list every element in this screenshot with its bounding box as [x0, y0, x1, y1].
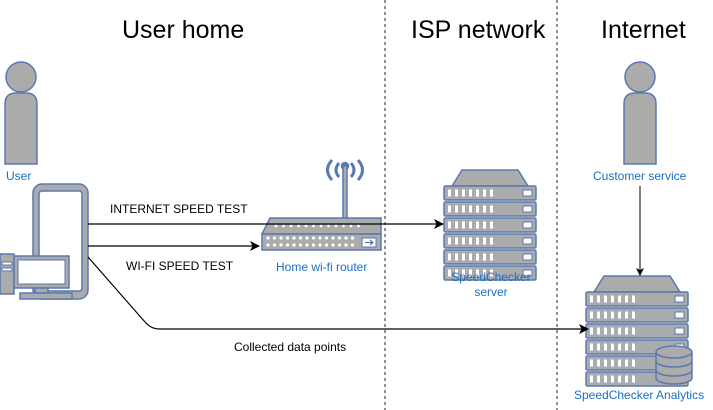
- user-label: User: [6, 169, 32, 183]
- router-label: Home wi-fi router: [276, 260, 368, 274]
- customer-service-label: Customer service: [593, 169, 687, 183]
- internet-speed-test-label: INTERNET SPEED TEST: [110, 202, 248, 216]
- speedchecker-analytics-label: SpeedChecker Analytics: [574, 388, 705, 402]
- keyboard-icon: [19, 292, 73, 300]
- user-icon: [4, 61, 38, 165]
- router-icon: [260, 158, 382, 251]
- devices-icon: [0, 183, 89, 300]
- wifi-speed-test-label: WI-FI SPEED TEST: [126, 259, 234, 273]
- collected-data-points-label: Collected data points: [234, 340, 347, 354]
- speedchecker-server-label-line1: SpeedChecker: [451, 270, 531, 284]
- router-port-lights: [266, 224, 360, 247]
- pc-tower-icon: [0, 253, 15, 295]
- database-icon: [655, 345, 693, 385]
- speedchecker-server-icon: [443, 169, 537, 281]
- speedchecker-server-label-line2: server: [474, 285, 508, 299]
- zone-title-internet: Internet: [601, 16, 686, 44]
- customer-service-icon: [623, 61, 657, 165]
- zone-title-user-home: User home: [122, 16, 245, 44]
- zone-title-isp-network: ISP network: [411, 16, 546, 44]
- collected-data-points-arrow: [87, 256, 589, 334]
